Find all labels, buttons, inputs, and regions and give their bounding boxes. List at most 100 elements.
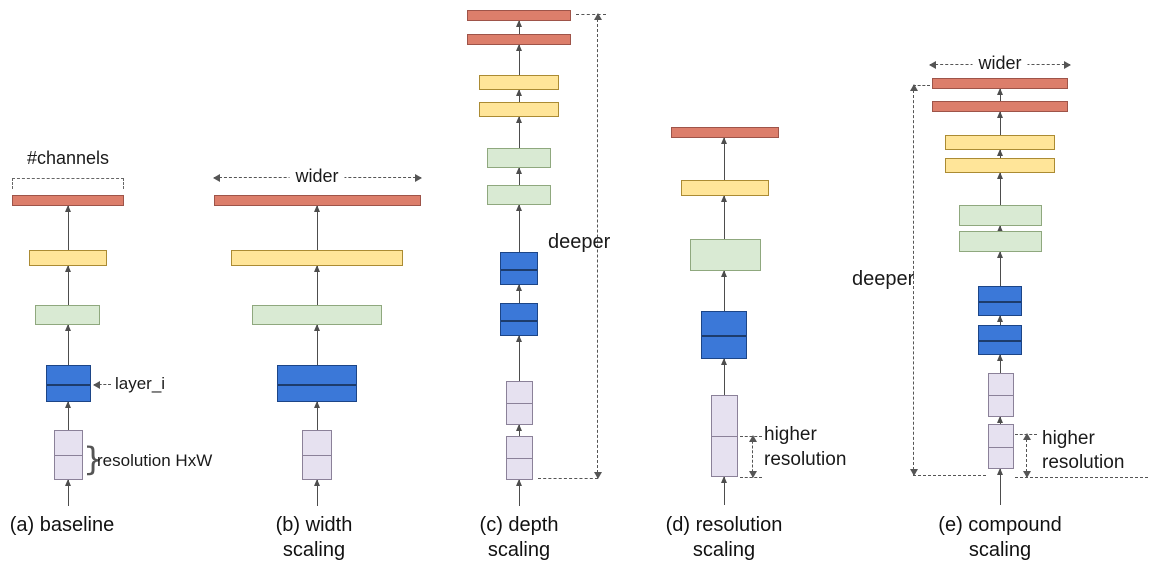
resolution-brace: }: [83, 440, 104, 478]
flow-arrow: [516, 167, 522, 185]
output-red-bar: [214, 195, 421, 206]
feature-yellow-bar: [479, 102, 559, 117]
flow-arrow: [516, 284, 522, 303]
flow-arrow: [65, 265, 71, 305]
caption-a-text: (a) baseline: [9, 514, 115, 536]
output-red-bar: [932, 78, 1068, 89]
feature-green-bar: [690, 239, 761, 271]
deeper-label: deeper: [548, 231, 611, 253]
flow-arrow: [516, 20, 522, 34]
output-red-bar: [467, 34, 571, 45]
caption-c: (c) depth scaling: [480, 513, 559, 563]
flow-arrow: [721, 195, 727, 239]
layer-blue-box: [978, 325, 1022, 355]
flow-arrow: [314, 401, 320, 430]
wider-label: wider: [289, 166, 345, 187]
channels-bracket-left: [12, 178, 13, 189]
higher-res-arrow: [1022, 433, 1031, 478]
channels-bracket-right: [123, 178, 124, 189]
layer-label: layer_i: [115, 374, 166, 393]
flow-arrow: [997, 88, 1003, 101]
input-arrow: [65, 479, 71, 506]
caption-b: (b) width scaling: [276, 513, 353, 563]
input-purple-box: [54, 430, 83, 480]
caption-d-line2: scaling: [692, 539, 756, 561]
deeper-tick-top: [913, 85, 930, 86]
flow-arrow: [516, 89, 522, 102]
output-red-bar: [12, 195, 124, 206]
caption-b-line1: (b) width: [275, 514, 353, 536]
feature-yellow-bar: [681, 180, 769, 196]
flow-arrow: [516, 116, 522, 148]
input-purple-box: [711, 395, 738, 477]
flow-arrow: [997, 225, 1003, 232]
caption-b-line2: scaling: [282, 539, 346, 561]
channels-label: #channels: [26, 148, 110, 168]
input-arrow: [314, 479, 320, 506]
layer-blue-box: [277, 365, 357, 402]
flow-arrow: [65, 205, 71, 250]
caption-e-line2: scaling: [968, 539, 1032, 561]
layer-blue-box: [701, 311, 747, 359]
feature-green-bar: [487, 185, 551, 205]
input-purple-box: [988, 424, 1014, 469]
flow-arrow: [516, 335, 522, 381]
higher-res-tick-bottom: [740, 477, 762, 478]
wider-label: wider: [972, 53, 1028, 74]
flow-arrow: [997, 111, 1003, 135]
resolution-label: resolution: [764, 449, 847, 470]
flow-arrow: [65, 401, 71, 430]
flow-arrow: [314, 324, 320, 365]
flow-arrow: [314, 265, 320, 305]
higher-label: higher: [1042, 428, 1095, 449]
feature-yellow-bar: [231, 250, 403, 266]
flow-arrow: [997, 315, 1003, 325]
caption-d-line1: (d) resolution: [665, 514, 783, 536]
deeper-arrow: [909, 84, 918, 476]
deeper-tick-bottom: [913, 475, 986, 476]
output-red-bar: [932, 101, 1068, 112]
layer-blue-box: [978, 286, 1022, 316]
deeper-label: deeper: [852, 268, 915, 290]
layer-blue-box: [500, 252, 538, 285]
flow-arrow: [997, 416, 1003, 424]
flow-arrow: [997, 251, 1003, 286]
resolution-label: resolution: [1042, 452, 1125, 473]
input-purple-box: [302, 430, 332, 480]
flow-arrow: [997, 149, 1003, 158]
input-arrow: [516, 479, 522, 506]
flow-arrow: [314, 205, 320, 250]
higher-label: higher: [764, 424, 817, 445]
higher-res-arrow: [748, 435, 757, 478]
feature-green-bar: [959, 205, 1042, 226]
flow-arrow: [721, 358, 727, 395]
caption-c-line2: scaling: [487, 539, 551, 561]
feature-green-bar: [252, 305, 382, 325]
caption-d: (d) resolution scaling: [666, 513, 783, 563]
flow-arrow: [721, 270, 727, 311]
layer-blue-box: [500, 303, 538, 336]
input-purple-box: [506, 381, 533, 425]
feature-green-bar: [959, 231, 1042, 252]
flow-arrow: [997, 172, 1003, 205]
input-arrow: [997, 468, 1003, 505]
feature-yellow-bar: [29, 250, 107, 266]
deeper-tick-top: [576, 14, 606, 15]
flow-arrow: [997, 354, 1003, 373]
caption-e: (e) compound scaling: [938, 513, 1061, 563]
output-red-bar: [467, 10, 571, 21]
feature-yellow-bar: [945, 135, 1055, 150]
flow-arrow: [516, 204, 522, 252]
feature-yellow-bar: [479, 75, 559, 90]
deeper-arrow: [593, 13, 602, 479]
feature-green-bar: [35, 305, 100, 325]
caption-a: (a) baseline: [10, 513, 115, 538]
feature-green-bar: [487, 148, 551, 168]
flow-arrow: [65, 324, 71, 365]
caption-c-line1: (c) depth: [479, 514, 559, 536]
